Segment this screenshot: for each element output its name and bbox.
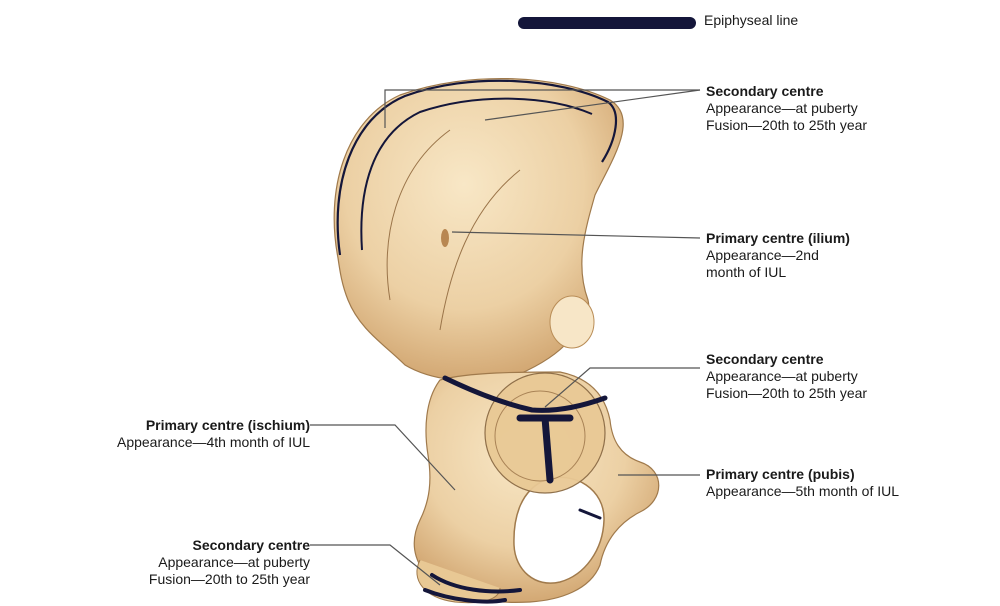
label-primary-pubis: Primary centre (pubis) Appearance—5th mo… <box>706 466 899 500</box>
label-primary-ilium: Primary centre (ilium) Appearance—2nd mo… <box>706 230 850 281</box>
label-title: Secondary centre <box>706 83 867 100</box>
ant-inf-spine <box>550 296 594 348</box>
label-line: Appearance—at puberty <box>10 554 310 571</box>
label-line: Appearance—5th month of IUL <box>706 483 899 500</box>
label-title: Primary centre (pubis) <box>706 466 899 483</box>
label-line: Appearance—4th month of IUL <box>0 434 310 451</box>
label-secondary-ischial: Secondary centre Appearance—at puberty F… <box>10 537 310 588</box>
label-line: month of IUL <box>706 264 850 281</box>
legend-line <box>518 17 696 29</box>
label-line: Fusion—20th to 25th year <box>706 385 867 402</box>
label-line: Fusion—20th to 25th year <box>10 571 310 588</box>
label-title: Secondary centre <box>706 351 867 368</box>
label-primary-ischium: Primary centre (ischium) Appearance—4th … <box>0 417 310 451</box>
label-title: Primary centre (ilium) <box>706 230 850 247</box>
label-title: Primary centre (ischium) <box>0 417 310 434</box>
label-line: Fusion—20th to 25th year <box>706 117 867 134</box>
label-title: Secondary centre <box>10 537 310 554</box>
ilium-ossification-point <box>441 229 449 247</box>
label-secondary-crest: Secondary centre Appearance—at puberty F… <box>706 83 867 134</box>
label-secondary-acetabulum: Secondary centre Appearance—at puberty F… <box>706 351 867 402</box>
legend-label: Epiphyseal line <box>704 12 798 28</box>
label-line: Appearance—at puberty <box>706 368 867 385</box>
label-line: Appearance—2nd <box>706 247 850 264</box>
label-line: Appearance—at puberty <box>706 100 867 117</box>
